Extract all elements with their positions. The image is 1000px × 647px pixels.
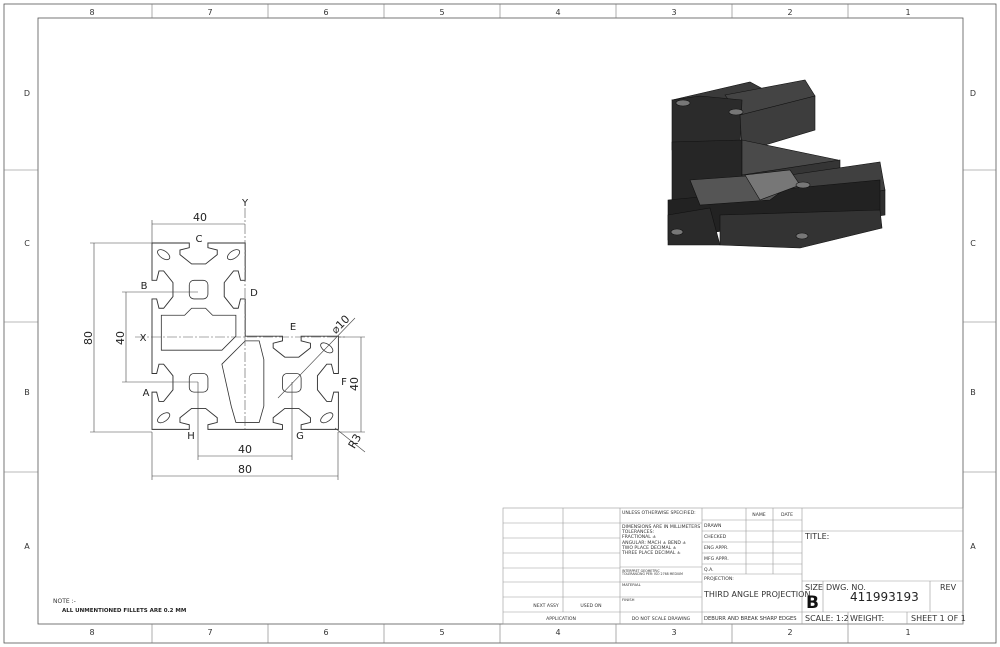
title-block: UNLESS OTHERWISE SPECIFIED: DIMENSIONS A…	[502, 507, 966, 625]
tb-title: TITLE:	[804, 532, 829, 541]
point-label-f: F	[341, 377, 347, 388]
zone-col-label: 2	[787, 8, 792, 17]
point-label-a: A	[143, 388, 150, 399]
profile-cavities	[157, 249, 334, 424]
zone-col-label: 7	[207, 628, 212, 637]
point-label-e: E	[290, 322, 296, 333]
x-axis-label: X	[140, 333, 147, 344]
point-label-h: H	[187, 431, 195, 442]
zone-row-label: A	[970, 542, 976, 551]
zone-row-label: A	[24, 542, 30, 551]
zone-col-label: 6	[323, 8, 328, 17]
zone-labels-top: 8 7 6 5 4 3 2 1	[89, 8, 910, 17]
dim-top-width: 40	[193, 211, 207, 224]
zone-row-label: B	[970, 388, 976, 397]
dim-left-height: 80	[82, 331, 95, 345]
dim-bottom-inner: 40	[238, 443, 252, 456]
tb-checked: CHECKED	[704, 534, 727, 540]
note-heading: NOTE :-	[53, 598, 76, 605]
tb-do-not-scale: DO NOT SCALE DRAWING	[632, 616, 691, 622]
zone-labels-bottom: 8 7 6 5 4 3 2 1	[89, 628, 910, 637]
tb-mfg-appr: MFG APPR.	[704, 556, 729, 562]
point-label-g: G	[296, 431, 304, 442]
point-label-d: D	[250, 288, 258, 299]
zone-col-label: 6	[323, 628, 328, 637]
tb-projection-label: PROJECTION:	[704, 576, 734, 582]
outer-border	[3, 3, 997, 644]
zone-col-label: 4	[555, 8, 560, 17]
zone-labels-left: D C B A	[24, 89, 30, 551]
zone-col-label: 3	[671, 8, 676, 17]
tb-date: DATE	[781, 512, 793, 518]
tb-eng-appr: ENG APPR.	[704, 545, 729, 551]
tb-application: APPLICATION	[546, 616, 576, 622]
dim-radius: R3	[346, 432, 365, 451]
tb-dwg-no: 411993193	[850, 590, 919, 604]
tb-unless: UNLESS OTHERWISE SPECIFIED:	[622, 510, 696, 516]
zone-col-label: 8	[89, 628, 94, 637]
profile-section-view: 40 80 40 40 40 80 ⌀10 R3 Y X A B C D E F…	[82, 198, 366, 480]
tb-dims-line: TOLERANCES:	[621, 529, 654, 535]
tb-rev: REV	[940, 583, 957, 592]
zone-labels-right: D C B A	[970, 89, 976, 551]
tb-dims-line: DIMENSIONS ARE IN MILLIMETERS	[622, 524, 700, 530]
zone-col-label: 1	[905, 8, 910, 17]
zone-row-label: B	[24, 388, 30, 397]
zone-ticks	[4, 4, 996, 643]
point-label-c: C	[196, 234, 203, 245]
tb-projection: THIRD ANGLE PROJECTION	[703, 590, 810, 599]
tb-dwg-no-label: DWG. NO.	[826, 583, 866, 592]
tb-size-label: SIZE	[805, 583, 823, 592]
tb-dims-line: THREE PLACE DECIMAL ±	[621, 550, 681, 556]
note-text: ALL UNMENTIONED FILLETS ARE 0.2 MM	[62, 608, 186, 614]
tb-name: NAME	[752, 512, 766, 518]
tb-dims-line: FRACTIONAL ±	[622, 534, 656, 540]
zone-col-label: 8	[89, 8, 94, 17]
zone-col-label: 3	[671, 628, 676, 637]
zone-col-label: 7	[207, 8, 212, 17]
zone-col-label: 1	[905, 628, 910, 637]
dim-inner-height: 40	[114, 331, 127, 345]
zone-col-label: 5	[439, 628, 444, 637]
tb-dims-line: TWO PLACE DECIMAL ±	[621, 545, 677, 551]
tb-finish: FINISH	[622, 597, 635, 602]
tb-interpret-line: TOLERANCING PER: ISO 2768 MEDIUM	[621, 572, 683, 576]
zone-col-label: 2	[787, 628, 792, 637]
tb-dims-line: ANGULAR: MACH ± BEND ±	[622, 540, 686, 546]
tb-qa: Q.A.	[704, 567, 714, 573]
isometric-3d-view	[667, 79, 886, 249]
zone-row-label: D	[24, 89, 30, 98]
tb-material: MATERIAL	[622, 582, 642, 587]
point-label-b: B	[141, 281, 148, 292]
zone-row-label: C	[24, 239, 30, 248]
dim-bottom-total: 80	[238, 463, 252, 476]
tb-size: B	[806, 593, 819, 613]
zone-col-label: 5	[439, 8, 444, 17]
tb-next-assy: NEXT ASSY	[533, 603, 559, 609]
zone-row-label: C	[970, 239, 976, 248]
tb-used-on: USED ON	[580, 603, 601, 609]
inner-border	[37, 17, 964, 625]
tb-scale: SCALE: 1:2	[805, 614, 849, 623]
y-axis-label: Y	[241, 198, 249, 209]
dim-right-height: 40	[348, 377, 361, 391]
tb-sheet: SHEET 1 OF 1	[911, 614, 966, 623]
dimension-lines	[90, 220, 366, 480]
dim-diameter: ⌀10	[329, 313, 353, 337]
tb-deburr: DEBURR AND BREAK SHARP EDGES	[704, 616, 797, 622]
profile-outline	[151, 242, 339, 430]
zone-row-label: D	[970, 89, 976, 98]
zone-col-label: 4	[555, 628, 560, 637]
tb-interpret-line: INTERPRET GEOMETRIC	[622, 569, 660, 573]
tb-weight: WEIGHT:	[850, 614, 884, 623]
tb-drawn: DRAWN	[704, 523, 721, 529]
